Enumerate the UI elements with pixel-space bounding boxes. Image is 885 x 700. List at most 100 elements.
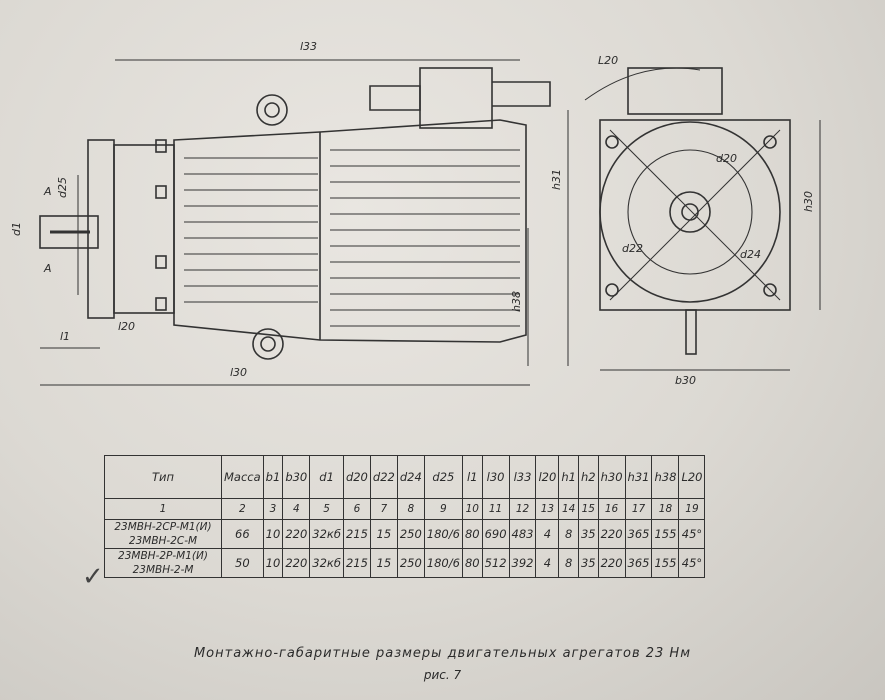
table-cell: 15	[369, 519, 398, 549]
table-cell: 365	[624, 519, 653, 549]
table-cell: 180/6	[423, 519, 463, 549]
column-number: 1	[104, 498, 222, 520]
front-terminal-box	[627, 67, 723, 115]
table-cell: 66	[221, 519, 264, 549]
header-d22: d22	[369, 455, 398, 499]
table-number-row: 1 2 3 4 5 6 7 8 9 10 11 12 13 14 15 16 1…	[104, 498, 706, 520]
figure-caption: Монтажно-габаритные размеры двигательных…	[193, 646, 692, 661]
column-number: 2	[221, 498, 264, 520]
dim-L20: L20	[598, 54, 618, 67]
front-housing-circle	[599, 121, 781, 303]
table-cell: 4	[535, 519, 560, 549]
dim-d24: d24	[740, 248, 761, 261]
dim-h30: h30	[802, 191, 815, 212]
table-cell: 4	[535, 548, 560, 578]
table-cell: 8	[558, 548, 579, 578]
dim-d22: d22	[622, 242, 643, 255]
table-cell: 32кб	[309, 519, 344, 549]
header-h31: h31	[624, 455, 653, 499]
motor-body	[173, 119, 527, 343]
section-label-bottom: A	[43, 262, 52, 275]
table-cell: 220	[282, 548, 311, 578]
column-number: 9	[423, 498, 463, 520]
header-l33: l33	[508, 455, 537, 499]
table-cell: 220	[282, 519, 311, 549]
section-label-top: A	[43, 185, 52, 198]
table-cell: 483	[508, 519, 537, 549]
dim-l20-side: l20	[118, 320, 135, 333]
header-h38: h38	[651, 455, 680, 499]
table-cell: 80	[461, 519, 483, 549]
table-cell: 32кб	[309, 548, 344, 578]
dim-l1: l1	[60, 330, 70, 343]
table-cell: 10	[262, 519, 284, 549]
table-cell: 45°	[678, 548, 706, 578]
column-number: 19	[678, 498, 706, 520]
table-header-row: Тип Масса b1 b30 d1 d20 d22 d24 d25 l1 l…	[104, 455, 706, 499]
table-cell: 155	[651, 548, 680, 578]
column-number: 6	[342, 498, 371, 520]
column-number: 13	[535, 498, 560, 520]
table-cell: 392	[508, 548, 537, 578]
table-cell: 215	[342, 548, 371, 578]
header-h1: h1	[558, 455, 579, 499]
column-number: 12	[508, 498, 537, 520]
header-h30: h30	[597, 455, 626, 499]
type-name: 23МВН-2-М	[132, 564, 194, 576]
header-l20: l20	[535, 455, 560, 499]
table-cell: 365	[624, 548, 653, 578]
table-cell: 45°	[678, 519, 706, 549]
header-type: Тип	[104, 455, 222, 499]
column-number: 14	[558, 498, 579, 520]
table-cell: 180/6	[423, 548, 463, 578]
dim-d20: d20	[716, 152, 737, 165]
top-lifting-eye	[256, 94, 288, 126]
table-cell: 8	[558, 519, 579, 549]
dim-h38: h38	[510, 291, 523, 312]
type-cell: 23МВН-2Р-М1(И) 23МВН-2-М	[104, 548, 222, 578]
table-cell: 155	[651, 519, 680, 549]
dim-l30: l30	[230, 366, 247, 379]
dim-d1: d1	[10, 222, 23, 236]
header-d25: d25	[423, 455, 463, 499]
column-number: 10	[461, 498, 483, 520]
dim-b30: b30	[675, 374, 696, 387]
table-cell: 80	[461, 548, 483, 578]
dim-d25: d25	[56, 177, 69, 198]
column-number: 4	[282, 498, 311, 520]
handwritten-check-mark: ✓	[82, 562, 104, 592]
header-h2: h2	[577, 455, 599, 499]
table-cell: 10	[262, 548, 284, 578]
figure-number: рис. 7	[423, 668, 462, 682]
header-b1: b1	[262, 455, 284, 499]
table-cell: 15	[369, 548, 398, 578]
table-cell: 35	[577, 548, 599, 578]
column-number: 18	[651, 498, 680, 520]
header-l1: l1	[461, 455, 483, 499]
bottom-lifting-eye	[252, 328, 284, 360]
column-number: 16	[597, 498, 626, 520]
table-cell: 512	[481, 548, 510, 578]
column-number: 8	[396, 498, 425, 520]
spec-table: Тип Масса b1 b30 d1 d20 d22 d24 d25 l1 l…	[104, 455, 706, 578]
type-name: 23МВН-2С-М	[128, 535, 198, 547]
type-cell: 23МВН-2СР-М1(И) 23МВН-2С-М	[104, 519, 222, 549]
column-number: 3	[262, 498, 284, 520]
table-row: 23МВН-2Р-М1(И) 23МВН-2-М 50 10 220 32кб …	[104, 548, 706, 578]
terminal-box	[419, 67, 493, 129]
type-name: 23МВН-2Р-М1(И)	[118, 550, 208, 562]
table-row: 23МВН-2СР-М1(И) 23МВН-2С-М 66 10 220 32к…	[104, 519, 706, 549]
table-cell: 50	[221, 548, 264, 578]
dim-h31: h31	[550, 169, 563, 190]
table-cell: 220	[597, 519, 626, 549]
header-L20: L20	[678, 455, 706, 499]
table-cell: 215	[342, 519, 371, 549]
table-cell: 250	[396, 548, 425, 578]
dim-l33: l33	[300, 40, 317, 53]
motor-shaft	[39, 215, 99, 249]
table-cell: 690	[481, 519, 510, 549]
table-cell: 220	[597, 548, 626, 578]
header-mass: Масса	[221, 455, 264, 499]
table-cell: 250	[396, 519, 425, 549]
